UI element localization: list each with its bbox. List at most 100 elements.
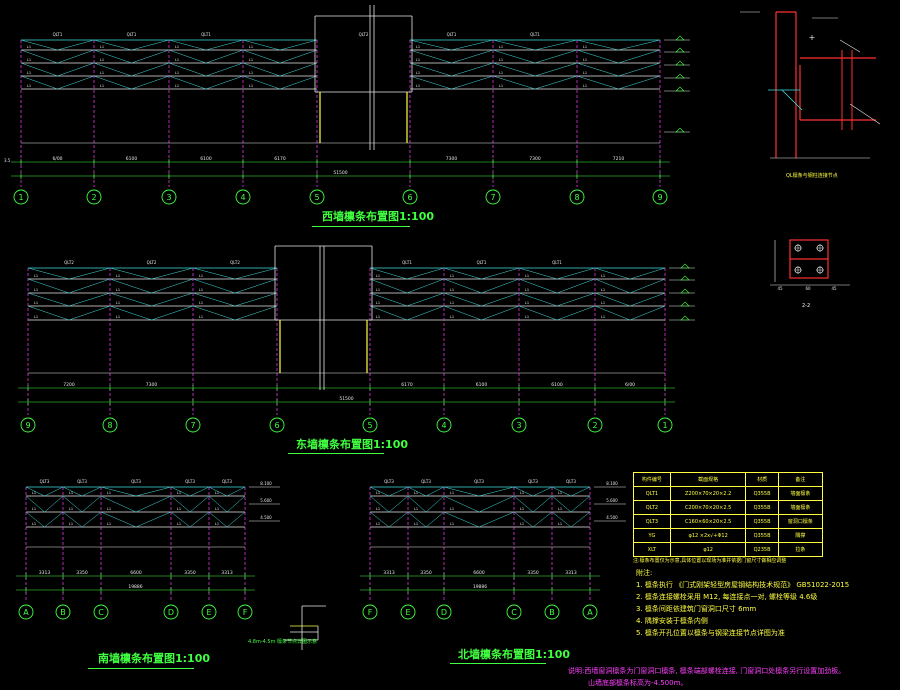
table-cell: XLT <box>633 542 671 557</box>
bracing-line <box>109 305 152 321</box>
bracing-line <box>151 305 194 321</box>
purlin-mark: QLT3 <box>384 479 394 484</box>
purlin-tag: L1 <box>116 288 120 292</box>
bracing-line <box>100 511 137 528</box>
west-wall-title: 西墙檩条布置图1:100 <box>322 210 435 223</box>
axis-label: B <box>549 608 555 617</box>
purlin-mark: QLT3 <box>77 479 87 484</box>
axis-label: 9 <box>657 193 662 202</box>
purlin-tag: L1 <box>499 84 503 88</box>
bracing-line <box>25 511 45 528</box>
detail-label-1: QL檩条与钢柱连接节点 <box>786 173 838 179</box>
bracing-line <box>170 495 191 513</box>
purlin-tag: L1 <box>525 288 529 292</box>
axis-label: 6 <box>274 421 279 430</box>
purlin-tag: L1 <box>34 301 38 305</box>
purlin-tag: L1 <box>32 491 36 495</box>
purlin-tag: L1 <box>450 315 454 319</box>
bracing-line <box>151 267 194 280</box>
elevation-triangle <box>675 60 685 66</box>
span-dimension: 6100 <box>476 382 488 388</box>
purlin-tag: L1 <box>177 507 181 511</box>
bracing-line <box>409 49 452 64</box>
table-cell: Q235B <box>745 542 779 557</box>
axis-bubble <box>402 189 418 205</box>
axis-bubble <box>544 604 560 620</box>
bracing-line <box>406 278 445 294</box>
bracing-line <box>135 495 172 513</box>
elevation-triangle <box>675 35 685 41</box>
axis-label: D <box>168 608 174 617</box>
bracing-line <box>576 49 619 64</box>
bracing-line <box>44 511 64 528</box>
bracing-line <box>369 267 408 280</box>
axis-label: 2 <box>91 193 96 202</box>
bracing-line <box>629 292 666 307</box>
table-cell: 窗洞口檩条 <box>777 514 824 529</box>
bracing-line <box>131 39 170 51</box>
purlin-tag: L1 <box>215 507 219 511</box>
span-dimension: 7300 <box>446 156 458 162</box>
purlin-mark: QLT2 <box>64 260 74 265</box>
total-dimension: 19886 <box>128 584 142 590</box>
purlin-mark: QLT2 <box>359 32 369 37</box>
purlin-tag: L1 <box>376 274 380 278</box>
bracing-line <box>407 511 427 528</box>
bracing-line <box>513 486 534 497</box>
purlin-mark: QLT1 <box>127 32 137 37</box>
bracing-line <box>57 39 95 51</box>
bracing-line <box>492 39 536 51</box>
axis-label: 8 <box>107 421 112 430</box>
elevation-value: 4.500 <box>606 515 618 520</box>
bracing-line <box>443 267 482 280</box>
bracing-line <box>234 305 278 321</box>
purlin-tag: L1 <box>199 274 203 278</box>
span-dimension: 6100 <box>200 156 212 162</box>
purlin-tag: L1 <box>249 58 253 62</box>
purlin-tag: L1 <box>520 491 524 495</box>
bracing-line <box>481 292 520 307</box>
elevation-triangle <box>680 315 690 321</box>
axis-bubble <box>657 417 673 433</box>
axis-label: E <box>206 608 211 617</box>
purlin-tag: L1 <box>414 522 418 526</box>
bracing-line <box>25 486 45 497</box>
bracing-line <box>189 495 210 513</box>
axis-label: 4 <box>240 193 245 202</box>
span-dimension: 6100 <box>126 156 138 162</box>
bracing-line <box>170 486 191 497</box>
axis-bubble <box>185 417 201 433</box>
bracing-line <box>208 511 228 528</box>
bracing-line <box>168 75 207 90</box>
purlin-tag: L1 <box>520 522 524 526</box>
bracing-line <box>131 75 170 90</box>
table-header-cell: 截面规格 <box>669 472 747 487</box>
span-dimension: 3350 <box>420 570 432 576</box>
leader-line <box>849 103 881 125</box>
notes-heading: 附注: <box>636 569 653 577</box>
purlin-tag: L1 <box>414 507 418 511</box>
bracing-line <box>81 495 102 513</box>
purlin-tag: L1 <box>376 301 380 305</box>
purlin-mark: QLT1 <box>447 32 457 37</box>
note-item: 2. 檩条连接螺栓采用 M12, 每连接点一对, 螺栓等级 4.6级 <box>636 593 818 601</box>
elevation-value: 4.500 <box>260 515 272 520</box>
purlin-tag: L1 <box>450 274 454 278</box>
bracing-line <box>205 62 244 77</box>
bracing-line <box>570 486 591 497</box>
bracing-line <box>629 267 666 280</box>
axis-bubble <box>237 604 253 620</box>
purlin-tag: L1 <box>32 507 36 511</box>
purlin-mark: QLT1 <box>552 260 562 265</box>
bracing-line <box>551 511 572 528</box>
bracing-line <box>492 49 536 64</box>
span-dimension: 7300 <box>146 382 158 388</box>
detail-label-2: 2-2 <box>802 303 811 309</box>
axis-label: C <box>511 608 517 617</box>
axis-label: 2 <box>592 421 597 430</box>
bracing-line <box>135 511 172 528</box>
bracing-line <box>279 75 318 90</box>
axis-bubble <box>13 189 29 205</box>
elevation-triangle <box>680 288 690 294</box>
purlin-tag: L1 <box>450 522 454 526</box>
